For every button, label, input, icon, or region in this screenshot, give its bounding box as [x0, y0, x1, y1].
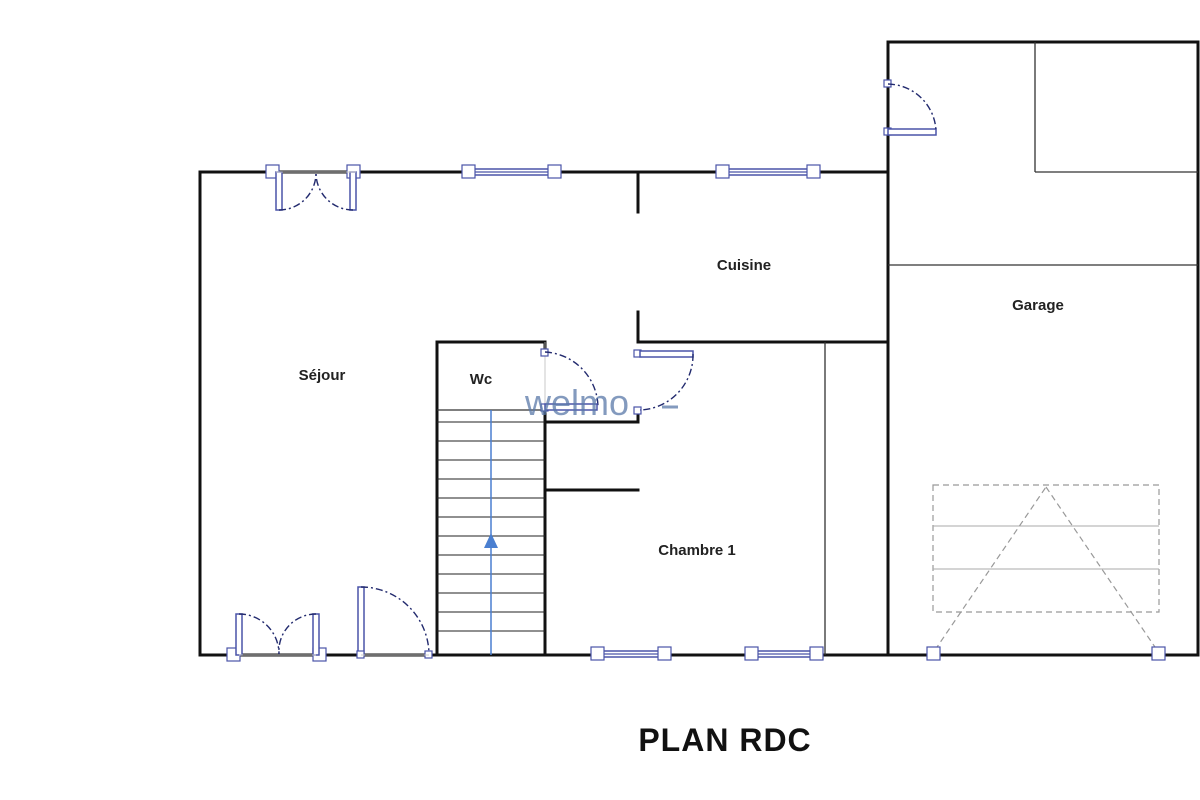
plan-title: PLAN RDC	[638, 722, 812, 758]
room-label-wc: Wc	[470, 371, 493, 388]
interior-walls	[435, 170, 890, 657]
entry-door	[356, 586, 433, 659]
room-label-garage: Garage	[1012, 297, 1064, 314]
room-label-chambre: Chambre 1	[658, 542, 736, 559]
thin-lines	[437, 42, 1198, 655]
exterior-walls	[198, 40, 1200, 657]
stair-arrow-icon	[484, 533, 498, 548]
window-bottom-1	[590, 646, 672, 661]
window-bottom-2	[744, 646, 824, 661]
french-door-bottom	[226, 613, 327, 662]
room-label-sejour: Séjour	[299, 367, 346, 384]
room-label-cuisine: Cuisine	[717, 257, 771, 274]
window-top-2	[715, 164, 821, 179]
wc-door	[540, 348, 599, 412]
garage-door	[926, 484, 1166, 661]
garage-side-door	[883, 79, 937, 136]
staircase	[437, 410, 545, 655]
watermark-logo: welmo	[524, 382, 629, 423]
window-top-1	[461, 164, 562, 179]
french-door-top	[265, 164, 361, 211]
bedroom-door	[633, 349, 694, 415]
